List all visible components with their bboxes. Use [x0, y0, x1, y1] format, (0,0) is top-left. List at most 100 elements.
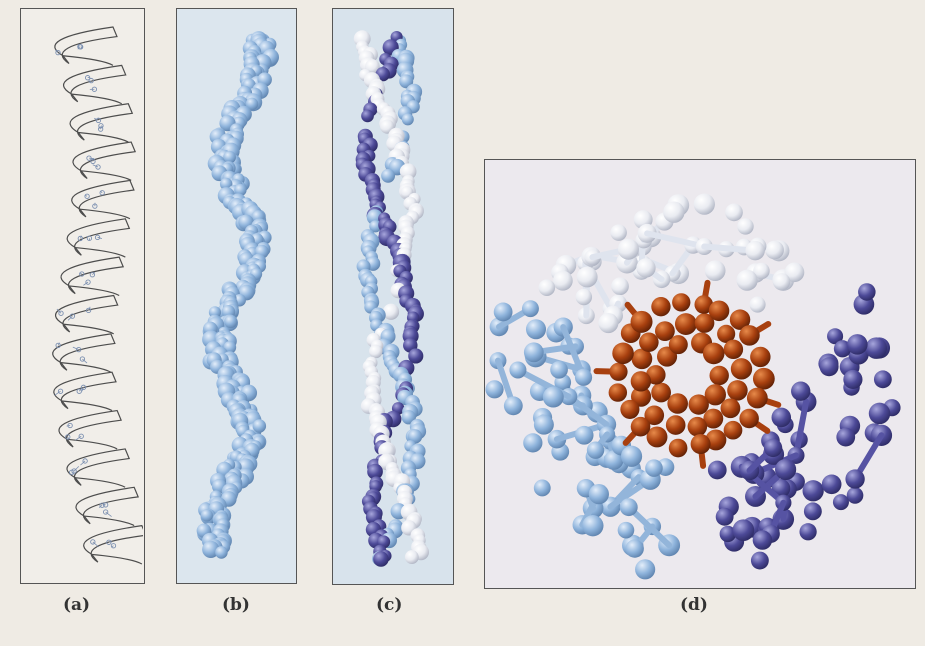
- dark-strand-atom: [858, 283, 876, 301]
- pale-strand-atom: [749, 296, 765, 312]
- atom: [405, 550, 419, 564]
- panel-d-end-view: [484, 159, 916, 589]
- pale-strand-atom: [577, 267, 598, 288]
- end-view-atoms: [485, 194, 900, 580]
- pale-strand-atom: [705, 260, 726, 281]
- ribbon-back: [63, 56, 113, 66]
- core-atom: [747, 388, 768, 409]
- core-atom: [691, 434, 711, 454]
- chain-atoms: [197, 31, 279, 559]
- light-strand-atom: [550, 361, 568, 379]
- end-view-ball-and-stick: [485, 160, 914, 587]
- dark-strand-atom: [874, 370, 892, 388]
- core-atom: [655, 321, 675, 341]
- ribbon-back: [75, 478, 125, 488]
- dark-strand-atom: [843, 370, 862, 389]
- dark-strand-atom: [716, 508, 734, 526]
- side-chain-bond: [101, 126, 103, 127]
- core-atom: [666, 415, 686, 435]
- light-strand-atom: [522, 300, 539, 317]
- pale-strand-atom: [553, 271, 573, 291]
- core-atom: [651, 297, 670, 316]
- core-atom: [651, 383, 671, 403]
- dark-strand-atom: [847, 487, 864, 504]
- pale-strand-atom: [539, 279, 556, 296]
- light-strand-atom: [587, 442, 604, 459]
- core-atom: [631, 371, 651, 391]
- core-atom: [675, 313, 697, 335]
- dark-strand-atom: [847, 334, 868, 355]
- dark-strand-atom: [804, 502, 822, 520]
- triple-helix-spacefill: [333, 9, 452, 583]
- dark-strand-atom: [764, 439, 782, 457]
- light-strand-atom: [645, 459, 663, 477]
- light-strand-atom: [524, 342, 544, 362]
- helix-ribbon: [53, 27, 143, 564]
- light-strand-atom: [543, 387, 564, 408]
- atom: [383, 304, 399, 320]
- core-atom: [721, 398, 741, 418]
- light-strand-atom: [534, 415, 554, 435]
- side-chain-bond: [101, 191, 103, 193]
- core-atom: [631, 311, 653, 333]
- core-atom: [753, 368, 775, 390]
- light-strand-atom: [620, 498, 638, 516]
- core-atom: [620, 400, 639, 419]
- atom: [373, 551, 389, 567]
- core-atom: [703, 343, 725, 365]
- single-chain-spacefill: [177, 9, 295, 582]
- core-atom: [609, 383, 627, 401]
- core-atom: [667, 393, 688, 414]
- ribbon-back: [75, 248, 125, 258]
- ribbon-back: [78, 132, 128, 142]
- core-atom: [631, 417, 651, 437]
- dark-strand-atom: [753, 530, 772, 549]
- dark-strand-atom: [803, 480, 824, 501]
- core-atom: [727, 380, 747, 400]
- side-chain-atom: [86, 280, 90, 284]
- atom: [224, 315, 237, 328]
- light-strand-atom: [494, 303, 513, 322]
- dark-strand-atom: [799, 523, 816, 540]
- ribbon-helix-drawing: [21, 9, 143, 582]
- dark-strand-atom: [865, 337, 887, 359]
- pale-strand-atom: [765, 241, 784, 260]
- dark-strand-atom: [733, 519, 755, 541]
- side-chain-atom: [111, 544, 115, 548]
- pale-strand-atom: [576, 289, 593, 306]
- ribbon-back: [81, 171, 131, 181]
- core-atom: [609, 363, 627, 381]
- light-strand-atom: [635, 559, 655, 579]
- core-atom: [731, 358, 752, 379]
- light-strand-atom: [618, 522, 635, 539]
- pale-strand-atom: [736, 270, 757, 291]
- ribbon-back: [61, 363, 111, 373]
- panel-c-triple-helix: [332, 8, 454, 585]
- atom: [215, 546, 228, 559]
- light-strand-atom: [626, 539, 644, 557]
- ribbon-back: [64, 324, 114, 334]
- pale-strand-atom: [745, 241, 764, 260]
- side-chain-bond: [67, 425, 70, 426]
- label-a: (a): [63, 595, 90, 615]
- atom: [381, 169, 395, 183]
- light-strand-atom: [589, 484, 609, 504]
- ribbon-back: [80, 209, 130, 219]
- pale-strand-atom: [663, 201, 684, 222]
- core-atom: [688, 417, 708, 437]
- panel-a-ribbon-helix: [20, 8, 145, 584]
- dark-strand-atom: [820, 357, 839, 376]
- dark-strand-atom: [836, 428, 855, 447]
- side-chain-bond: [80, 273, 82, 274]
- atom: [253, 419, 266, 432]
- pale-strand-atom: [773, 273, 790, 290]
- atom: [361, 110, 374, 123]
- dark-strand-atom: [833, 494, 849, 510]
- core-atom: [612, 343, 634, 365]
- dark-strand-atom: [845, 469, 864, 488]
- light-strand-atom: [504, 396, 523, 415]
- pale-strand-atom: [694, 194, 715, 215]
- side-chain-bond: [85, 196, 87, 197]
- light-strand-atom: [575, 369, 592, 386]
- pale-strand-atom: [611, 277, 629, 295]
